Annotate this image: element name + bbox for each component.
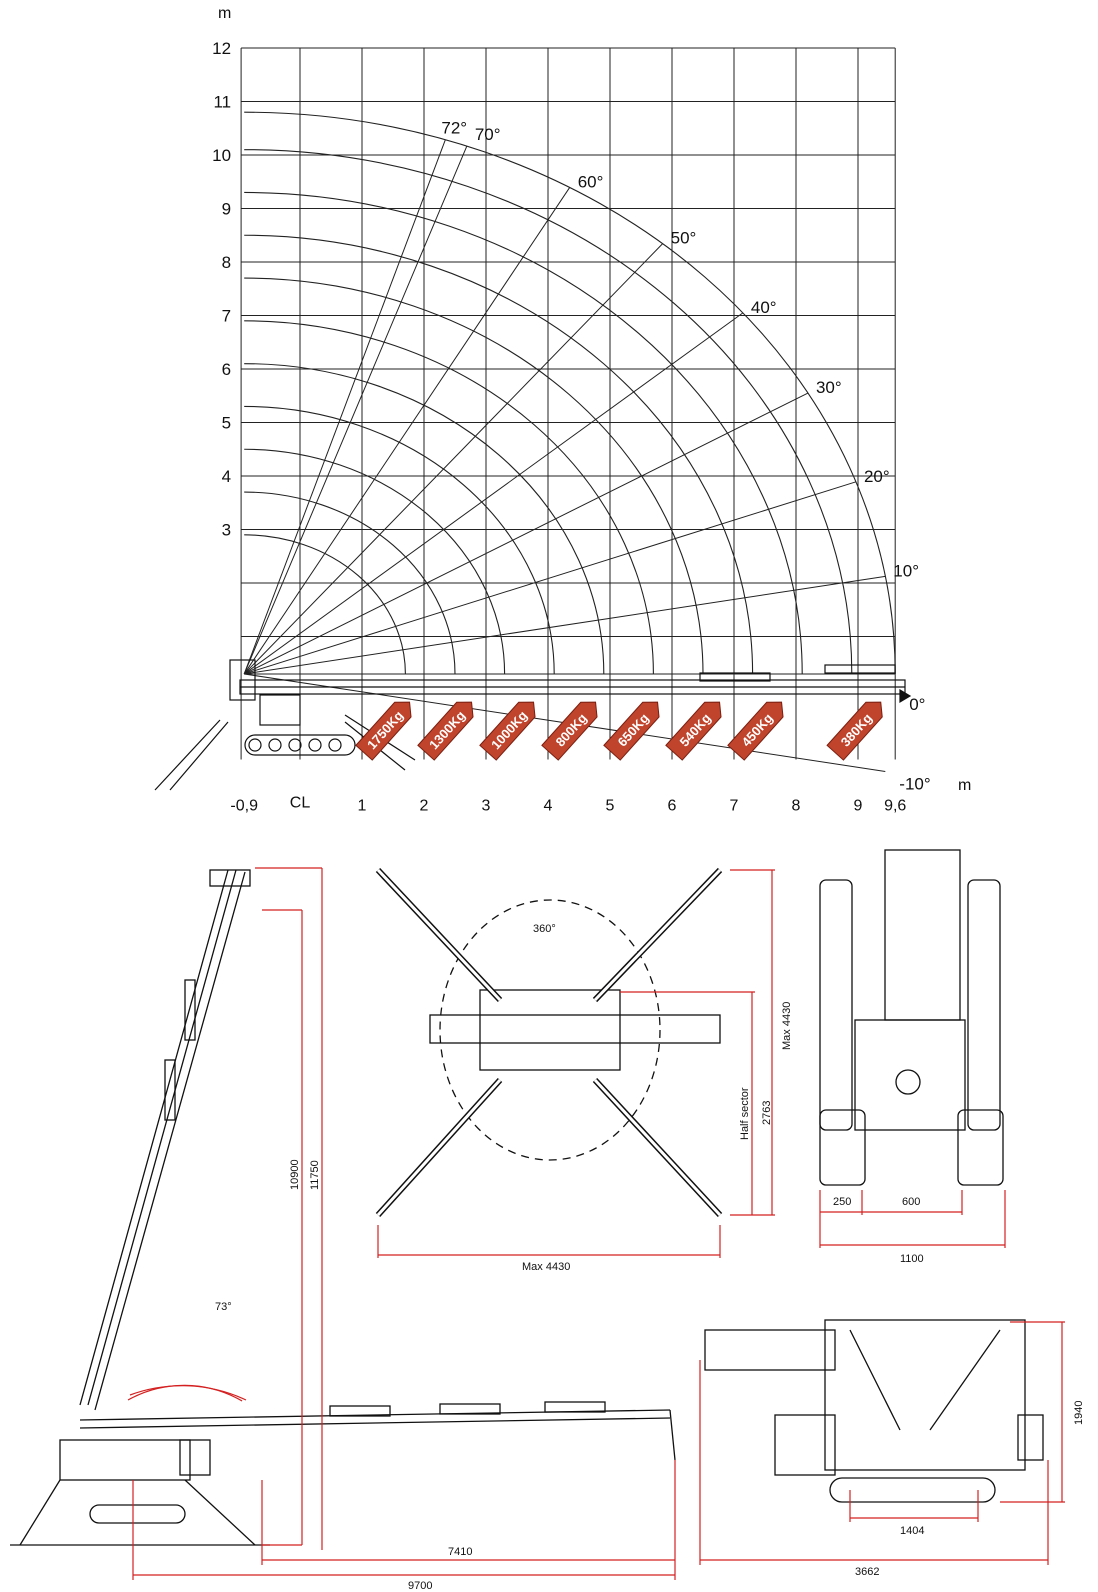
reach-arc: [244, 491, 456, 674]
top-view-drawing: [375, 867, 723, 1218]
angle-label: 72°: [441, 119, 467, 138]
reach-arc: [244, 320, 654, 674]
x-tick-label: 5: [606, 797, 615, 814]
angle-label: 50°: [671, 229, 697, 248]
y-tick-label: 4: [222, 467, 231, 486]
reach-arc: [244, 149, 853, 674]
boom-angle-dim: 73°: [215, 1301, 232, 1313]
angle-ray: [243, 392, 809, 675]
chart-grid: [240, 47, 896, 760]
front-dim-600: 600: [902, 1196, 920, 1208]
load-radius-arcs: [244, 111, 896, 674]
rotation-label: 360°: [533, 923, 556, 935]
angle-ray: [243, 145, 468, 675]
load-tag: 450Kg: [727, 701, 784, 761]
angle-ray: [244, 575, 886, 675]
reach-dim-7410: 7410: [448, 1546, 472, 1558]
half-sector-value: 2763: [761, 1101, 773, 1125]
angle-ray: [243, 187, 571, 675]
y-tick-label: 12: [212, 39, 231, 58]
reach-arc: [244, 277, 704, 674]
load-tag-shape: [727, 701, 784, 761]
angle-ray: [243, 243, 664, 675]
load-tag: 540Kg: [665, 701, 722, 761]
y-tick-label: 3: [222, 521, 231, 540]
angle-label: 60°: [578, 172, 604, 191]
load-tag-shape: [665, 701, 722, 761]
y-tick-label: 10: [212, 146, 231, 165]
load-tag-shape: [417, 701, 474, 761]
x-tick-label: 3: [482, 797, 491, 814]
half-sector-label: Half sector: [739, 1087, 751, 1140]
x-tick-label: 4: [544, 797, 553, 814]
side-view-drawing: [10, 869, 676, 1546]
height-dim-11750: 11750: [309, 1160, 321, 1190]
y-axis-unit: m: [218, 5, 231, 22]
centerline-mark: CL: [290, 795, 311, 812]
angle-label: 10°: [893, 561, 919, 580]
reach-arc: [244, 234, 754, 674]
front-view-drawing: [819, 849, 1004, 1186]
load-tag-shape: [541, 701, 598, 761]
transport-view-dimensions: [699, 1321, 1065, 1565]
load-tag-shape: [479, 701, 536, 761]
angle-ray: [243, 139, 446, 675]
side-view-dimensions: [127, 867, 676, 1580]
max-vertical-dim: Max 4430: [781, 1002, 793, 1050]
reach-arc: [244, 111, 896, 674]
transport-length: 3662: [855, 1566, 879, 1578]
reach-arc: [244, 534, 406, 674]
load-tag-shape: [826, 701, 883, 761]
x-tick-label: 8: [792, 797, 801, 814]
angle-ray: [244, 481, 857, 675]
angle-label: 70°: [475, 125, 501, 144]
x-tick-label: 9: [854, 797, 863, 814]
boom-angle-rays: [243, 139, 896, 772]
transport-height: 1940: [1073, 1401, 1085, 1425]
boom-angle-labels: 72° 70° 60° 50° 40° 30° 20° 10° 0° -10°: [441, 119, 930, 794]
x-tick-label: -0,9: [230, 797, 258, 814]
x-tick-label: 9,6: [884, 797, 906, 814]
angle-label: 30°: [816, 378, 842, 397]
angle-label: 40°: [751, 298, 777, 317]
load-tag-shape: [603, 701, 660, 761]
angle-ray: [243, 312, 744, 675]
transport-track: 1404: [900, 1525, 924, 1537]
y-axis-ticks: 3 4 5 6 7 8 9 10 11 12: [212, 39, 231, 540]
max-horizontal-dim: Max 4430: [522, 1261, 570, 1273]
reach-arc: [244, 191, 803, 674]
load-tag: 650Kg: [603, 701, 660, 761]
x-tick-label: 6: [668, 797, 677, 814]
y-tick-label: 7: [222, 307, 231, 326]
transport-view-drawing: [704, 1319, 1044, 1503]
x-tick-label: 2: [420, 797, 429, 814]
reach-arc: [244, 448, 506, 674]
y-tick-label: 5: [222, 414, 231, 433]
x-axis-unit: m: [958, 777, 971, 794]
front-dim-1100: 1100: [900, 1253, 924, 1265]
height-dim-10900: 10900: [289, 1159, 301, 1190]
top-view-dimensions: [377, 869, 775, 1258]
load-tag-shape: [355, 701, 412, 761]
angle-label: 20°: [864, 467, 890, 486]
y-tick-label: 8: [222, 253, 231, 272]
y-tick-label: 11: [213, 93, 231, 112]
chart-boom-drawing: [154, 659, 912, 791]
angle-label: 0°: [909, 695, 925, 714]
front-view-dimensions: [819, 1190, 1006, 1248]
x-tick-label: 7: [730, 797, 739, 814]
reach-dim-9700: 9700: [408, 1580, 432, 1592]
reach-arc: [244, 363, 605, 674]
x-tick-label: 1: [358, 797, 367, 814]
y-tick-label: 9: [222, 200, 231, 219]
reach-arc: [244, 405, 555, 674]
angle-label: -10°: [899, 774, 930, 793]
front-dim-250: 250: [833, 1196, 851, 1208]
y-tick-label: 6: [222, 360, 231, 379]
x-axis-ticks: -0,9 1 2 3 4 5 6 7 8 9 9,6 CL: [230, 795, 906, 815]
load-tag: 1000Kg: [479, 701, 536, 761]
